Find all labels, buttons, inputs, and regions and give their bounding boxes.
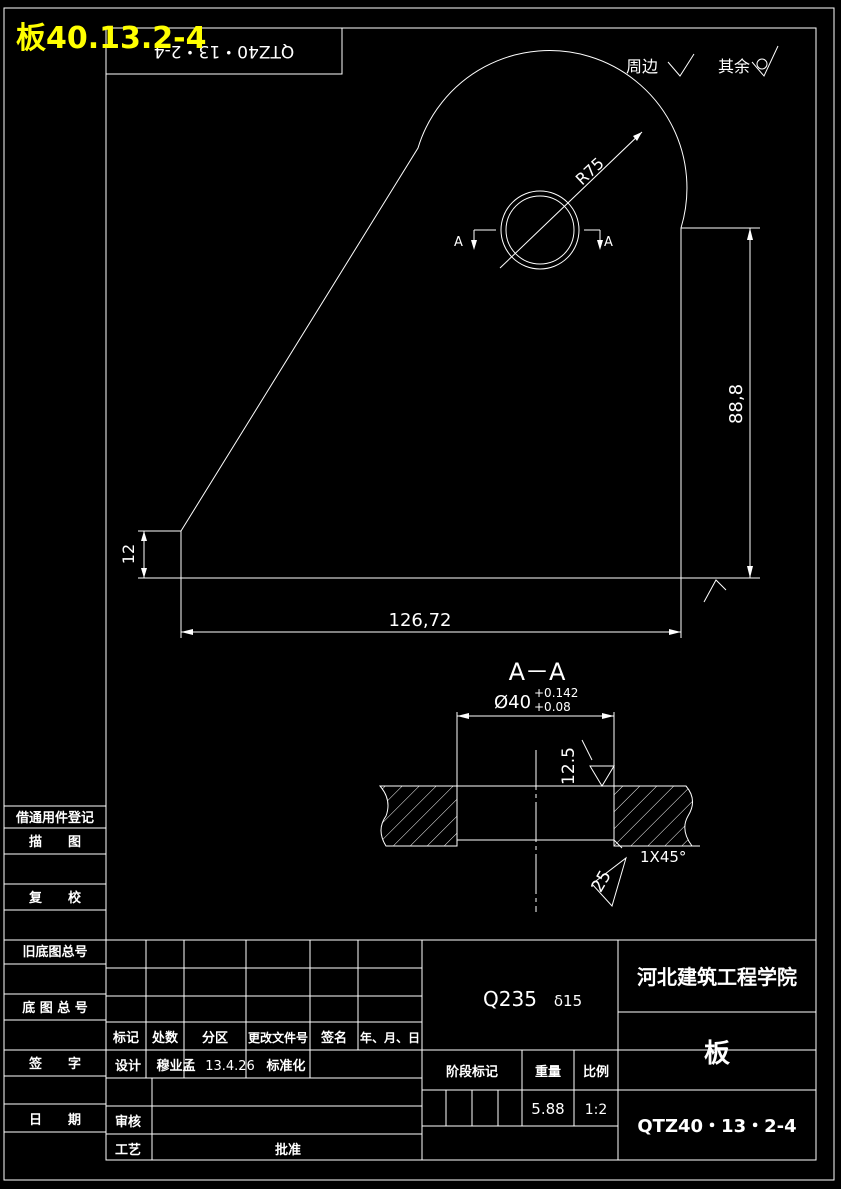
section-arrow-icon (471, 240, 477, 250)
outer-frame (3, 7, 835, 1181)
revision-header: 处数 (151, 1030, 179, 1046)
weight-label: 重量 (535, 1064, 561, 1080)
left-table-cell: 复 校 (28, 890, 82, 906)
section-hatch-left (378, 785, 458, 847)
dim-arrow-icon (181, 629, 193, 635)
roughness-surround-label: 周边 (626, 57, 658, 76)
dim-arrow-icon (669, 629, 681, 635)
roughness-mark-icon (703, 579, 727, 603)
section-hatch-right (613, 785, 693, 847)
weight-value: 5.88 (531, 1100, 564, 1118)
approve-label: 批准 (275, 1142, 301, 1158)
radius-leader (499, 131, 643, 269)
scale-label: 比例 (583, 1064, 609, 1080)
roughness-rest-label: 其余 (718, 57, 750, 76)
tolerance-lower: +0.08 (534, 700, 571, 714)
roughness-symbol-icon (667, 53, 695, 77)
roughness-leader (581, 739, 593, 761)
left-table-cell: 借通用件登记 (15, 810, 94, 826)
revision-header: 分区 (202, 1030, 228, 1046)
designer-name: 穆业孟 (156, 1058, 195, 1074)
revision-header: 更改文件号 (248, 1030, 308, 1045)
design-label: 设计 (115, 1058, 141, 1074)
left-table-cell: 日 期 (29, 1113, 81, 1128)
dim-arrow-icon (602, 713, 614, 719)
diameter-label: Ø40 (494, 692, 531, 713)
small-height-label: 12 (119, 544, 138, 564)
roughness-12-5-label: 12.5 (559, 747, 579, 785)
roughness-25-label: 25 (588, 867, 616, 896)
plate-outline (180, 50, 688, 579)
left-side-table (4, 805, 106, 1133)
radius-label: R75 (572, 154, 608, 189)
chamfer-label: 1X45° (640, 848, 686, 866)
design-date: 13.4.26 (205, 1059, 255, 1074)
left-table-cell: 旧底图总号 (22, 944, 87, 960)
scale-value: 1:2 (585, 1102, 608, 1118)
revision-header: 签名 (320, 1030, 347, 1046)
section-arrow-icon (597, 240, 603, 250)
roughness-triangle-icon (589, 765, 615, 787)
watermark-title: 板40.13.2-4 (16, 21, 207, 56)
revision-header: 标记 (112, 1030, 139, 1046)
left-table-cell: 底 图 总 号 (22, 1000, 88, 1016)
hole-outer (500, 190, 580, 270)
dim-arrow-icon (747, 566, 753, 578)
top-label: QTZ40・13・2-4 (154, 41, 294, 61)
inner-frame (105, 27, 817, 1161)
standard-label: 标准化 (265, 1058, 305, 1074)
section-title: A－A (509, 658, 566, 686)
review-label: 审核 (115, 1114, 141, 1130)
section-mark-right: A (604, 235, 613, 250)
roughness-symbol-icon (751, 45, 779, 77)
width-label: 126,72 (389, 610, 452, 631)
institution-name: 河北建筑工程学院 (637, 965, 797, 989)
top-label-box (105, 27, 343, 75)
section-mark-left: A (454, 235, 463, 250)
radius-arrow-icon (633, 132, 642, 141)
dim-arrow-icon (457, 713, 469, 719)
left-table-cell: 描 图 (29, 834, 81, 850)
tolerance-upper: +0.142 (534, 686, 578, 700)
hole-inner (505, 195, 575, 265)
roughness-25-icon (591, 856, 627, 907)
height-label: 88,8 (726, 384, 747, 424)
dim-arrow-icon (141, 531, 147, 541)
left-table-cell: 签 字 (28, 1056, 81, 1072)
process-label: 工艺 (115, 1142, 141, 1158)
drawing-number: QTZ40・13・2-4 (637, 1116, 796, 1137)
stage-label: 阶段标记 (446, 1064, 498, 1080)
roughness-circle-icon (756, 58, 768, 70)
material-thickness: δ15 (554, 992, 582, 1010)
material-name: Q235 (483, 987, 537, 1011)
dim-arrow-icon (747, 228, 753, 240)
title-block-grid (106, 939, 816, 1160)
dim-arrow-icon (141, 568, 147, 578)
revision-header: 年、月、日 (360, 1030, 420, 1045)
part-name: 板 (704, 1039, 730, 1069)
chamfer-line (613, 839, 623, 849)
